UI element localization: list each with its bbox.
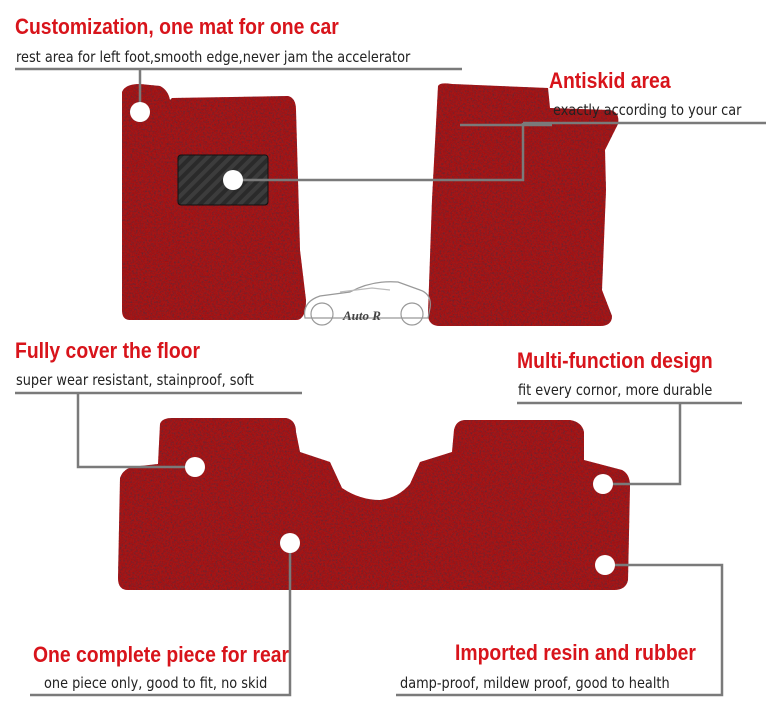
callout-subtitle-antiskid: exactly according to your car (553, 101, 742, 119)
callout-title-material: Imported resin and rubber (455, 640, 696, 665)
rear-mat (118, 418, 630, 590)
auto-r-logo (303, 281, 431, 326)
logo-text: Auto R (342, 308, 381, 323)
callout-subtitle-customization: rest area for left foot,smooth edge,neve… (16, 48, 411, 66)
callout-subtitle-material: damp-proof, mildew proof, good to health (400, 674, 670, 692)
marker-dots (130, 102, 615, 575)
callout-subtitle-multifunction: fit every cornor, more durable (518, 381, 713, 399)
leader-lines (15, 67, 766, 697)
callout-title-antiskid: Antiskid area (549, 68, 671, 93)
callout-title-cover: Fully cover the floor (15, 338, 201, 363)
callout-title-customization: Customization, one mat for one car (15, 14, 339, 39)
callout-title-rear: One complete piece for rear (33, 642, 290, 667)
front-right-mat (428, 83, 619, 326)
callout-subtitle-rear: one piece only, good to fit, no skid (44, 674, 268, 692)
callout-title-multifunction: Multi-function design (517, 348, 713, 373)
callout-subtitle-cover: super wear resistant, stainproof, soft (16, 371, 254, 389)
